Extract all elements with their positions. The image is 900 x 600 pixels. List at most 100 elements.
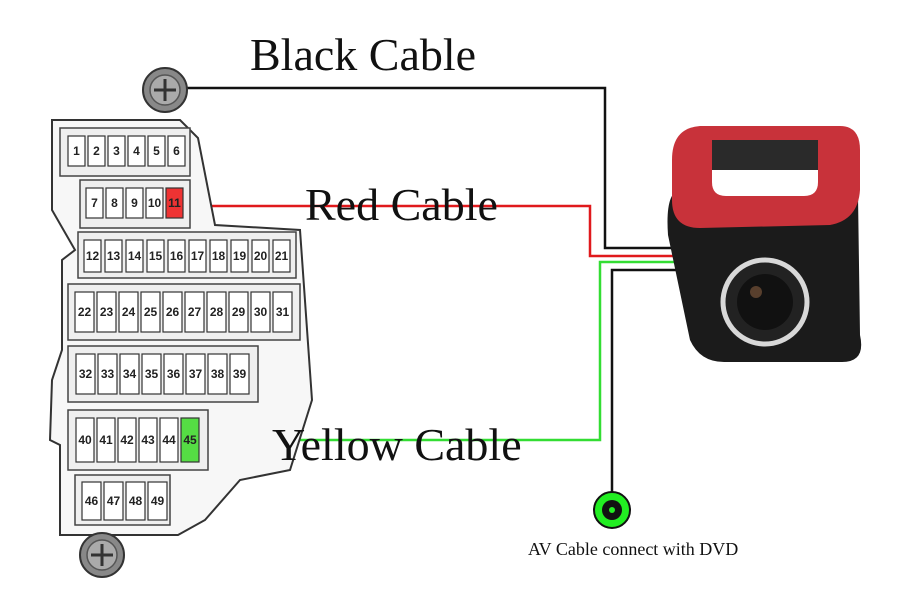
fuse-label-5: 5: [153, 144, 160, 158]
fuse-slot-12: [83, 239, 102, 273]
fuse-slot-13: [104, 239, 123, 273]
camera-mount-rail: [712, 140, 818, 170]
fuse-label-47: 47: [107, 494, 121, 508]
fuse-slot-34: [119, 353, 140, 395]
fuse-label-3: 3: [113, 144, 120, 158]
fuse-slot-20: [251, 239, 270, 273]
fuse-label-38: 38: [211, 367, 225, 381]
fuse-slot-25: [140, 291, 161, 333]
fuse-slot-14: [125, 239, 144, 273]
fuse-label-19: 19: [233, 249, 247, 263]
fuse-slot-22: [74, 291, 95, 333]
screw-bottom: [79, 532, 125, 578]
fuse-label-34: 34: [123, 367, 137, 381]
fuse-label-1: 1: [73, 144, 80, 158]
fuse-label-49: 49: [151, 494, 165, 508]
fuse-slot-23: [96, 291, 117, 333]
fuse-label-44: 44: [162, 433, 176, 447]
fuse-label-8: 8: [111, 196, 118, 210]
fuse-slot-38: [207, 353, 228, 395]
fuse-slot-44: [159, 417, 179, 463]
fuse-slot-19: [230, 239, 249, 273]
fuse-slot-27: [184, 291, 205, 333]
fuse-slot-4: [127, 135, 146, 167]
fuse-slot-40: [75, 417, 95, 463]
fuse-label-10: 10: [148, 196, 162, 210]
fuse-label-32: 32: [79, 367, 93, 381]
fuse-label-14: 14: [128, 249, 142, 263]
fuse-slot-2: [87, 135, 106, 167]
red-cable-wire: [178, 204, 690, 258]
fuse-slot-48: [125, 481, 146, 521]
red-cable-label: Red Cable: [305, 179, 498, 230]
fuse-label-6: 6: [173, 144, 180, 158]
fuse-label-15: 15: [149, 249, 163, 263]
fuse-slot-43: [138, 417, 158, 463]
av-cable-wire: [610, 268, 690, 500]
black-cable-label: Black Cable: [250, 29, 476, 80]
dash-camera: [667, 126, 862, 362]
fuse-slot-5: [147, 135, 166, 167]
fuse-slot-21: [272, 239, 291, 273]
fuse-slot-35: [141, 353, 162, 395]
fuse-label-39: 39: [233, 367, 247, 381]
fuse-label-17: 17: [191, 249, 205, 263]
fuse-slot-7: [85, 187, 104, 219]
fuse-label-2: 2: [93, 144, 100, 158]
screw-top: [142, 67, 188, 113]
yellow-cable-wire: [195, 260, 690, 442]
fuse-slot-41: [96, 417, 116, 463]
fuse-label-30: 30: [254, 305, 268, 319]
fuse-slot-15: [146, 239, 165, 273]
fuse-slot-9: [125, 187, 144, 219]
fuse-label-25: 25: [144, 305, 158, 319]
fuse-label-12: 12: [86, 249, 100, 263]
fuse-label-18: 18: [212, 249, 226, 263]
fuse-label-31: 31: [276, 305, 290, 319]
fuse-slot-29: [228, 291, 249, 333]
fuse-label-35: 35: [145, 367, 159, 381]
fuse-label-11: 11: [168, 196, 181, 210]
fuse-label-48: 48: [129, 494, 143, 508]
fuse-label-37: 37: [189, 367, 203, 381]
fuse-label-36: 36: [167, 367, 181, 381]
fuse-slot-37: [185, 353, 206, 395]
camera-lens: [737, 274, 793, 330]
fuse-slot-10: [145, 187, 164, 219]
fuse-label-9: 9: [131, 196, 138, 210]
av-cable-label: AV Cable connect with DVD: [528, 539, 738, 559]
fuse-slot-11: [165, 187, 184, 219]
fuse-slot-1: [67, 135, 86, 167]
fuse-label-23: 23: [100, 305, 114, 319]
fuse-label-43: 43: [141, 433, 155, 447]
fuse-slot-49: [147, 481, 168, 521]
fuse-label-22: 22: [78, 305, 92, 319]
fuse-label-45: 45: [183, 433, 197, 447]
fuse-label-7: 7: [91, 196, 98, 210]
fuse-label-24: 24: [122, 305, 136, 319]
fuse-slot-32: [75, 353, 96, 395]
fuse-slot-46: [81, 481, 102, 521]
wires: [175, 86, 690, 500]
fuse-slot-31: [272, 291, 293, 333]
fuse-label-4: 4: [133, 144, 140, 158]
fuse-label-33: 33: [101, 367, 115, 381]
fuse-slot-28: [206, 291, 227, 333]
fuse-label-41: 41: [99, 433, 113, 447]
fuse-slot-42: [117, 417, 137, 463]
fuse-slot-45: [180, 417, 200, 463]
fuse-slot-3: [107, 135, 126, 167]
fuse-label-21: 21: [275, 249, 289, 263]
fuse-slot-8: [105, 187, 124, 219]
fuse-slot-24: [118, 291, 139, 333]
fuse-label-40: 40: [78, 433, 92, 447]
fuse-slot-18: [209, 239, 228, 273]
fuse-slot-6: [167, 135, 186, 167]
fuse-label-29: 29: [232, 305, 246, 319]
fuse-slot-39: [229, 353, 250, 395]
fuse-slot-26: [162, 291, 183, 333]
fuse-slot-17: [188, 239, 207, 273]
